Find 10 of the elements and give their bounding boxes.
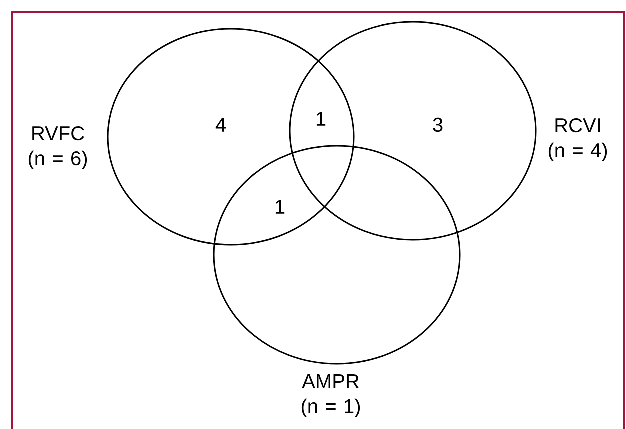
count-label: 3 [433,118,443,132]
venn-circle [289,21,537,241]
venn-circle [107,28,355,246]
venn-circle [213,145,461,365]
set-label: AMPR (n = 1) [302,374,360,418]
set-label: RVFC (n = 6) [28,126,88,170]
count-label: 1 [276,200,285,214]
count-label: 4 [216,118,226,132]
set-label: RCVI (n = 4) [548,118,608,162]
count-label: 1 [316,112,326,126]
